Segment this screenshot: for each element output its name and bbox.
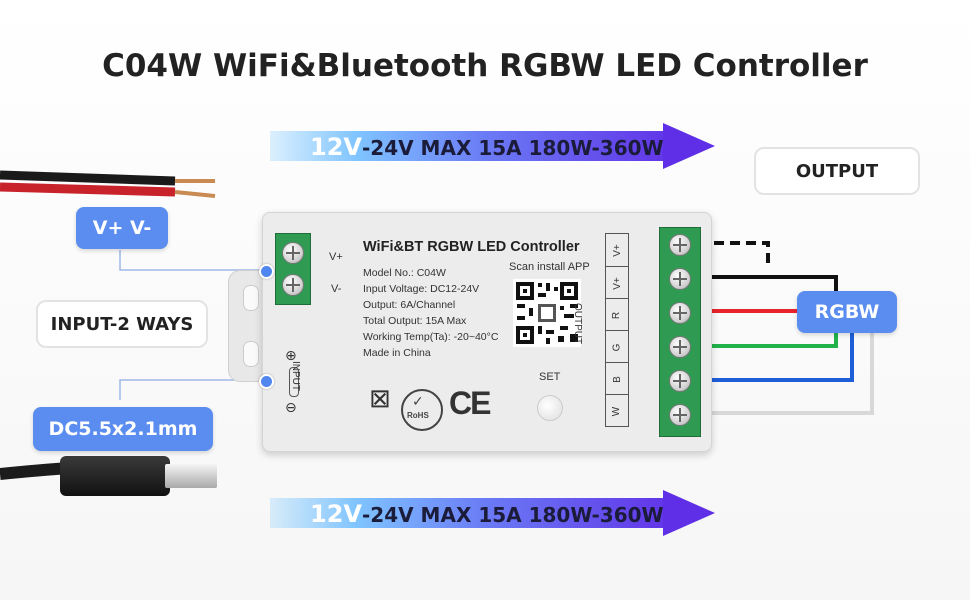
page-title: C04W WiFi&Bluetooth RGBW LED Controller (102, 48, 868, 84)
green-wire (698, 330, 838, 348)
output-channel-labels: V+ V+ R G B W (605, 233, 629, 427)
channel-label: V+ (606, 266, 628, 299)
spec-line: Total Output: 15A Max (363, 315, 467, 327)
power-rating-label: -24V MAX 15A 180W-360W (361, 503, 664, 527)
spec-line: Working Temp(Ta): -20~40°C (363, 331, 499, 343)
blue-wire (698, 330, 854, 382)
vplus-vminus-pointer-dot (259, 264, 274, 279)
channel-label: R (606, 298, 628, 331)
weee-bin-icon: ⊠ (369, 383, 391, 413)
screw-icon (669, 268, 691, 290)
dc-jack-icon (289, 367, 299, 397)
screw-icon (669, 370, 691, 392)
power-rating-arrow-top: 12V-24V MAX 15A 180W-360W (270, 123, 715, 169)
voltage-min-label: 12V (310, 500, 362, 528)
channel-label: B (606, 362, 628, 395)
device-title: WiFi&BT RGBW LED Controller (363, 239, 580, 255)
input-2-ways-callout: INPUT-2 WAYS (36, 300, 208, 348)
spec-line: Output: 6A/Channel (363, 299, 456, 311)
screw-icon (282, 274, 304, 296)
input-label: INPUT (290, 361, 301, 391)
ce-mark-icon: CE (449, 385, 491, 421)
dashed-black-wire (698, 241, 770, 268)
set-button[interactable] (537, 395, 563, 421)
vminus-label: V- (331, 283, 342, 295)
channel-label: W (606, 394, 628, 427)
screw-icon (669, 302, 691, 324)
input-terminal (275, 233, 311, 305)
controller-device: V+ V- ⊕ ⊖ INPUT WiFi&BT RGBW LED Control… (262, 212, 712, 452)
set-label: SET (539, 371, 561, 383)
v-plus-v-minus-badge: V+ V- (76, 207, 168, 249)
spec-line: Made in China (363, 347, 431, 359)
dc-jack-badge: DC5.5x2.1mm (33, 407, 213, 451)
white-wire (698, 330, 874, 415)
output-terminal (659, 227, 701, 437)
rohs-icon: ✓ RoHS (401, 389, 443, 431)
screw-icon (282, 242, 304, 264)
qr-code-icon (513, 279, 581, 347)
rgbw-badge: RGBW (797, 291, 897, 333)
red-power-wire (0, 182, 176, 197)
spec-line: Model No.: C04W (363, 267, 446, 279)
channel-label: V+ (611, 243, 623, 257)
channel-label: G (606, 330, 628, 363)
power-rating-arrow-bottom: 12V-24V MAX 15A 180W-360W (270, 490, 715, 536)
vplus-label: V+ (329, 251, 343, 263)
spec-line: Input Voltage: DC12-24V (363, 283, 480, 295)
device-specs: Model No.: C04W Input Voltage: DC12-24V … (363, 265, 498, 361)
dc-jack-pointer-dot (259, 374, 274, 389)
dc-plug-tip (165, 464, 217, 488)
output-callout: OUTPUT (754, 147, 920, 195)
screw-icon (669, 404, 691, 426)
screw-icon (669, 336, 691, 358)
voltage-min-label: 12V (310, 133, 362, 161)
output-label: OUTPUT (572, 303, 583, 345)
minus-icon: ⊖ (285, 399, 297, 415)
power-rating-label: -24V MAX 15A 180W-360W (361, 136, 664, 160)
plus-icon: ⊕ (285, 347, 297, 363)
scan-app-label: Scan install APP (509, 261, 590, 273)
dc-plug (60, 456, 170, 496)
black-power-wire (0, 170, 176, 186)
screw-icon (669, 234, 691, 256)
